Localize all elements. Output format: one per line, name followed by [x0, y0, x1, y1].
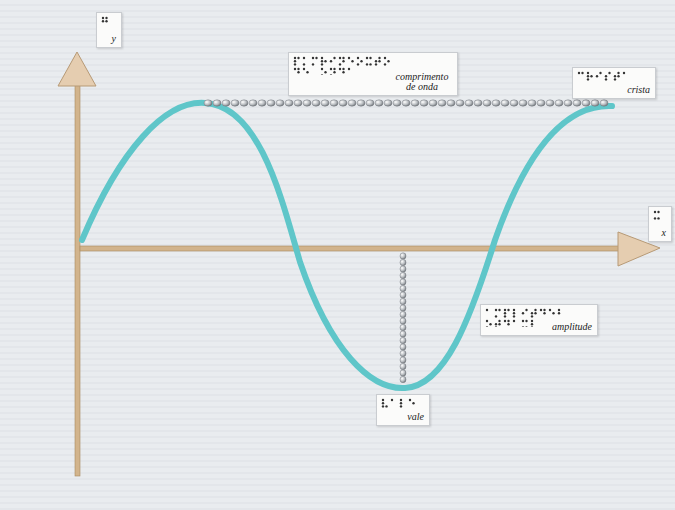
braille-dots	[649, 207, 673, 229]
bead	[312, 100, 320, 106]
y-axis-stick	[75, 78, 80, 476]
bead	[438, 100, 446, 106]
bead	[402, 100, 410, 106]
braille-card: vale	[376, 394, 430, 426]
bead	[294, 100, 302, 106]
bead	[400, 266, 406, 272]
card-label: vale	[407, 412, 424, 422]
bead	[204, 100, 212, 106]
bead	[375, 100, 383, 106]
bead	[400, 285, 406, 291]
bead	[400, 376, 406, 382]
bead	[366, 100, 374, 106]
bead	[591, 100, 599, 106]
bead	[400, 324, 406, 330]
bead	[285, 100, 293, 106]
bead	[213, 100, 221, 106]
bead	[528, 100, 536, 106]
wave-curve	[82, 103, 612, 388]
bead	[231, 100, 239, 106]
bead	[564, 100, 572, 106]
bead	[555, 100, 563, 106]
bead	[411, 100, 419, 106]
braille-dots	[97, 13, 123, 35]
bead	[400, 272, 406, 278]
bead	[258, 100, 266, 106]
bead	[600, 100, 608, 106]
bead	[400, 253, 406, 259]
bead	[400, 350, 406, 356]
bead	[384, 100, 392, 106]
bead	[330, 100, 338, 106]
bead	[400, 318, 406, 324]
bead	[546, 100, 554, 106]
bead	[400, 331, 406, 337]
bead	[339, 100, 347, 106]
bead	[303, 100, 311, 106]
bead	[519, 100, 527, 106]
bead	[222, 100, 230, 106]
braille-card: crista	[572, 67, 656, 99]
bead	[400, 357, 406, 363]
card-label: crista	[627, 85, 650, 95]
card-label: x	[662, 228, 666, 238]
bead	[393, 100, 401, 106]
card-label: comprimento de onda	[392, 72, 452, 92]
bead	[429, 100, 437, 106]
braille-card: comprimento de onda	[288, 52, 458, 96]
x-axis-stick	[80, 246, 625, 251]
bead	[276, 100, 284, 106]
bead	[348, 100, 356, 106]
bead	[501, 100, 509, 106]
bead	[400, 292, 406, 298]
bead-chains	[204, 100, 608, 383]
braille-card: x	[648, 206, 672, 242]
bead	[400, 259, 406, 265]
bead	[400, 370, 406, 376]
bead	[447, 100, 455, 106]
bead	[400, 298, 406, 304]
y-axis-arrowhead	[58, 52, 96, 86]
bead	[400, 305, 406, 311]
bead	[400, 337, 406, 343]
bead	[582, 100, 590, 106]
bead	[400, 311, 406, 317]
bead	[240, 100, 248, 106]
bead	[456, 100, 464, 106]
bead	[573, 100, 581, 106]
card-label: amplitude	[552, 322, 592, 332]
braille-card: y	[96, 12, 122, 48]
bead	[465, 100, 473, 106]
braille-card: amplitude	[480, 304, 598, 336]
bead	[400, 279, 406, 285]
bead	[483, 100, 491, 106]
bead	[400, 363, 406, 369]
bead	[249, 100, 257, 106]
bead	[537, 100, 545, 106]
card-label: y	[112, 34, 116, 44]
bead	[357, 100, 365, 106]
bead	[267, 100, 275, 106]
bead	[420, 100, 428, 106]
bead	[400, 344, 406, 350]
bead	[510, 100, 518, 106]
bead	[321, 100, 329, 106]
bead	[492, 100, 500, 106]
bead	[474, 100, 482, 106]
